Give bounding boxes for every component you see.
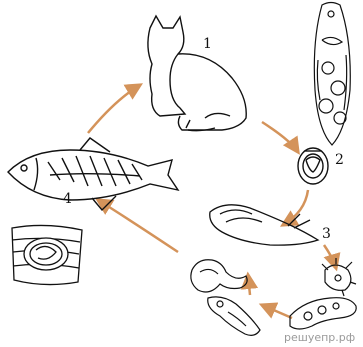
cat-drawing (148, 16, 246, 131)
metacercaria-drawing (208, 297, 260, 335)
stage-label-cat: 1 (203, 36, 212, 52)
redia-drawing (290, 298, 356, 329)
adult-fluke-drawing (314, 3, 350, 146)
arrow-cercaria-to-fish (98, 200, 178, 252)
arrow-cercaria-up (248, 275, 250, 295)
snail-drawing (210, 205, 318, 245)
arrow-egg-to-snail (283, 190, 308, 225)
miracidium-drawing (322, 258, 356, 296)
arrow-redia-to-cercaria (262, 305, 292, 318)
encysted-larva-drawing (12, 225, 82, 284)
arrow-fish-to-cat (88, 85, 140, 133)
arrow-cat-to-egg (262, 122, 298, 152)
egg-drawing (298, 148, 328, 184)
stage-label-egg: 2 (335, 152, 344, 168)
watermark: решуепр.рф (284, 331, 355, 344)
cercaria-drawing (191, 260, 247, 292)
stage-label-fish: 4 (63, 191, 72, 207)
stage-label-snail: 3 (322, 226, 331, 242)
fish-drawing (8, 138, 178, 210)
